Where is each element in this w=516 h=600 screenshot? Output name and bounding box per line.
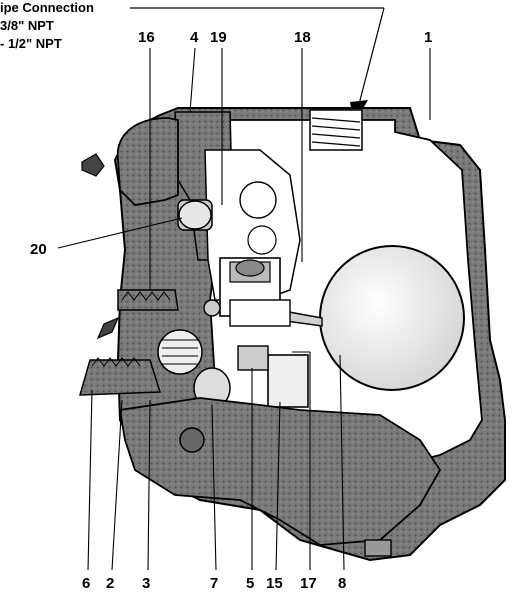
callout-19: 19: [210, 29, 227, 46]
callout-leaders: [57, 47, 431, 571]
pipe-connection-leader: [130, 7, 385, 109]
pipe-size-small: 3/8" NPT: [0, 18, 54, 33]
cover-rim-left: [116, 117, 179, 206]
callout-18: 18: [294, 29, 311, 46]
outlet-threaded-port: [78, 357, 162, 396]
seat-coupling: [157, 329, 203, 375]
callout-8: 8: [338, 575, 346, 592]
flow-arrow-outlet: [96, 316, 120, 340]
callout-2: 2: [106, 575, 114, 592]
callout-3: 3: [142, 575, 150, 592]
callout-4: 4: [190, 29, 199, 46]
base-drain-boss: [179, 427, 205, 453]
callout-7: 7: [210, 575, 218, 592]
frame-hole-upper: [239, 181, 277, 219]
callout-20: 20: [30, 241, 47, 258]
pipe-connection-title: ipe Connection: [0, 0, 94, 15]
callout-5: 5: [246, 575, 254, 592]
pivot-pin: [203, 299, 221, 317]
callout-17: 17: [300, 575, 317, 592]
lever-bracket: [219, 257, 291, 327]
base-drain-plug: [364, 539, 392, 557]
flow-arrow-inlet: [81, 153, 105, 177]
frame-hole-lower: [247, 225, 277, 255]
callout-6: 6: [82, 575, 90, 592]
float-ball: [319, 245, 465, 391]
callout-15: 15: [266, 575, 283, 592]
screw-assembly: [177, 199, 213, 231]
top-threaded-outlet: [309, 109, 363, 151]
callout-1: 1: [424, 29, 432, 46]
inlet-threaded-port: [117, 289, 179, 311]
callout-16: 16: [138, 29, 155, 46]
pipe-size-large: - 1/2" NPT: [0, 36, 62, 51]
